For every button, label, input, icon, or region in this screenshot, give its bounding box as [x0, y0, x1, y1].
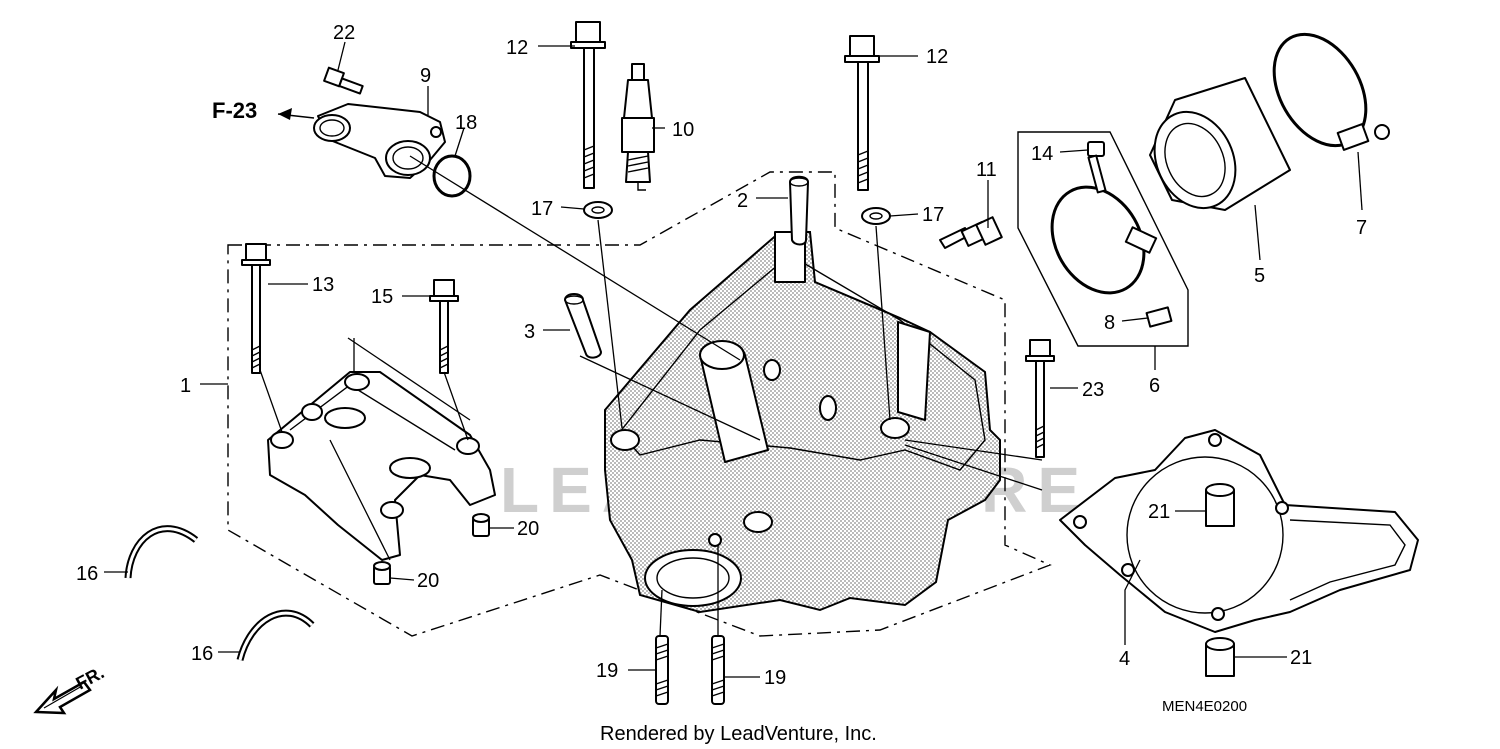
callout-11: 11: [976, 159, 997, 181]
callout-17-right: 17: [922, 204, 944, 226]
callout-6: 6: [1149, 375, 1160, 397]
callout-16-upper: 16: [76, 563, 98, 585]
bolt-12-left: [570, 21, 606, 189]
bolt-14: [1087, 141, 1107, 194]
dowel-pin-21-lower: [1205, 637, 1235, 677]
dowel-pin-21-upper: [1205, 483, 1235, 527]
callout-17-left: 17: [531, 198, 553, 220]
callout-18: 18: [455, 112, 477, 134]
callout-23: 23: [1082, 379, 1104, 401]
washer-17-left: [583, 201, 613, 219]
callout-16-lower: 16: [191, 643, 213, 665]
callout-20-lower: 20: [417, 570, 439, 592]
reference-label: F-23: [212, 98, 257, 123]
stud-bolt-19-left: [655, 635, 669, 705]
cylinder-head-gasket: [1059, 429, 1419, 633]
callout-15: 15: [371, 286, 393, 308]
band-6: [1050, 185, 1158, 295]
callout-12-left: 12: [506, 37, 528, 59]
cam-chain-guide-16-upper: [124, 525, 199, 579]
valve-guide-2: [789, 175, 809, 246]
callout-1: 1: [180, 375, 191, 397]
insulator-band-7: [1272, 32, 1390, 151]
camshaft-holder: [267, 371, 496, 561]
callout-7: 7: [1356, 217, 1367, 239]
bolt-23: [1025, 339, 1055, 458]
callout-22: 22: [333, 22, 355, 44]
callout-14: 14: [1031, 143, 1053, 165]
cam-chain-guide-16-upper-inner: [126, 527, 197, 579]
washer-17-right-hole: [869, 212, 883, 220]
o-ring-18: [432, 154, 472, 198]
bolt-12-right: [844, 35, 880, 191]
reference-arrow: [277, 108, 315, 120]
callout-10: 10: [672, 119, 694, 141]
callout-labels: 1 2 3 4 5 6 7 8 9 10 11 12 12 13 14 15 1…: [76, 22, 1367, 689]
dowel-pin-20-upper: [472, 513, 490, 537]
credit-line: Rendered by LeadVenture, Inc.: [600, 723, 877, 745]
part-code: MEN4E0200: [1162, 698, 1247, 715]
callout-5: 5: [1254, 265, 1265, 287]
washer-17-right: [861, 207, 891, 225]
washer-17-left-hole: [591, 206, 605, 214]
callout-4: 4: [1119, 648, 1130, 670]
insulator: [1149, 77, 1291, 211]
cylinder-head: [604, 231, 1001, 614]
sensor: [939, 216, 1003, 249]
assembly-outline-6: [1017, 131, 1189, 347]
callout-20-upper: 20: [517, 518, 539, 540]
callout-21-lower: 21: [1290, 647, 1312, 669]
callout-9: 9: [420, 65, 431, 87]
callout-21-upper: 21: [1148, 501, 1170, 523]
callout-2: 2: [737, 190, 748, 212]
front-direction-arrow: [33, 680, 92, 715]
cam-chain-guide-16-lower-inner: [238, 611, 314, 661]
dowel-pin-20-lower: [373, 561, 391, 585]
bolt-22: [323, 66, 364, 95]
callout-19-left: 19: [596, 660, 618, 682]
bolt-13: [241, 243, 271, 374]
water-joint: [313, 103, 446, 179]
callout-19-right: 19: [764, 667, 786, 689]
leader-lines: [104, 41, 1363, 678]
valve-guide-3: [564, 293, 602, 359]
callout-8: 8: [1104, 312, 1115, 334]
nut-8: [1145, 306, 1173, 328]
stud-bolt-19-right: [711, 635, 725, 705]
assembly-outline-1: [227, 171, 1052, 637]
spark-plug: [621, 63, 655, 191]
bolt-15: [429, 279, 459, 374]
callout-13: 13: [312, 274, 334, 296]
callout-3: 3: [524, 321, 535, 343]
callout-12-right: 12: [926, 46, 948, 68]
